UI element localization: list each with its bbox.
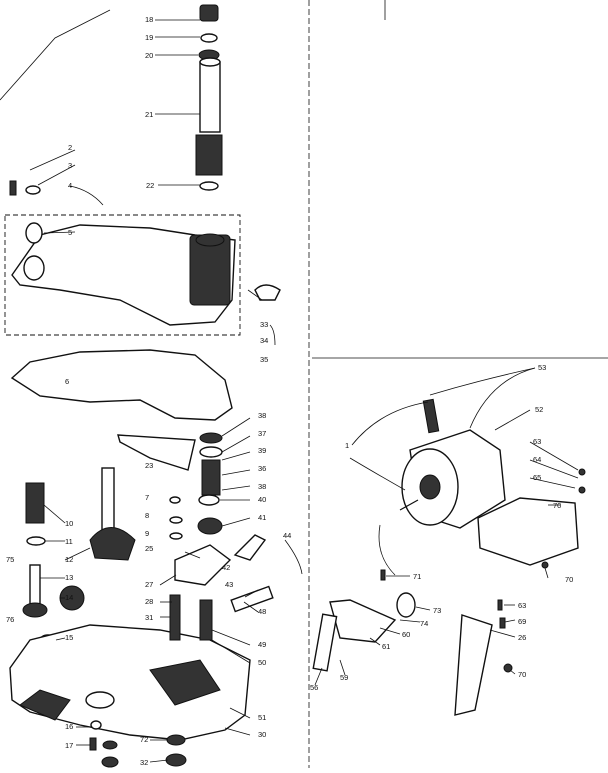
label-75: 75 [6, 555, 14, 564]
label-34: 34 [260, 336, 268, 345]
lower-right-parts [312, 569, 513, 716]
label-70c: 70 [518, 670, 526, 679]
label-60: 60 [402, 630, 410, 639]
label-27: 27 [145, 580, 153, 589]
label-8: 8 [145, 511, 149, 520]
label-18: 18 [145, 15, 153, 24]
label-1: 1 [345, 441, 349, 450]
label-49: 49 [258, 640, 266, 649]
label-40: 40 [258, 495, 266, 504]
label-28: 28 [145, 597, 153, 606]
label-38: 38 [258, 411, 266, 420]
base-housing [9, 585, 274, 768]
label-30: 30 [258, 730, 266, 739]
label-23: 23 [145, 461, 153, 470]
label-38b: 38 [258, 482, 266, 491]
label-19: 19 [145, 33, 153, 42]
leader-lines [29, 19, 579, 763]
label-41: 41 [258, 513, 266, 522]
label-11: 11 [65, 537, 73, 546]
motor-assembly [399, 398, 586, 569]
label-13: 13 [65, 573, 73, 582]
label-36: 36 [258, 464, 266, 473]
label-7: 7 [145, 493, 149, 502]
label-31: 31 [145, 613, 153, 622]
label-22: 22 [146, 181, 154, 190]
label-61: 61 [382, 642, 390, 651]
label-4: 4 [68, 181, 72, 190]
label-64: 64 [533, 455, 541, 464]
label-39: 39 [258, 446, 266, 455]
label-73: 73 [433, 606, 441, 615]
label-33: 33 [260, 320, 268, 329]
label-3: 3 [68, 161, 72, 170]
label-72: 72 [140, 735, 148, 744]
label-43: 43 [225, 580, 233, 589]
label-52: 52 [535, 405, 543, 414]
label-12: 12 [65, 555, 73, 564]
label-53: 53 [538, 363, 546, 372]
label-63: 63 [533, 437, 541, 446]
label-21: 21 [145, 110, 153, 119]
upper-shaft-stack [195, 4, 223, 191]
label-26: 26 [518, 633, 526, 642]
label-71: 71 [413, 572, 421, 581]
label-17: 17 [65, 741, 73, 750]
label-74: 74 [420, 619, 428, 628]
label-35: 35 [260, 355, 268, 364]
gear-cover-assembly [4, 180, 281, 336]
label-70: 70 [553, 501, 561, 510]
label-56: 56 [310, 683, 318, 692]
label-25: 25 [145, 544, 153, 553]
label-14: 14 [65, 593, 73, 602]
label-5: 5 [68, 228, 72, 237]
label-6: 6 [65, 377, 69, 386]
label-59: 59 [340, 673, 348, 682]
label-76: 76 [6, 615, 14, 624]
label-42: 42 [222, 563, 230, 572]
label-10: 10 [65, 519, 73, 528]
label-51: 51 [258, 713, 266, 722]
label-9: 9 [145, 529, 149, 538]
label-32: 32 [140, 758, 148, 767]
label-20: 20 [145, 51, 153, 60]
label-37: 37 [258, 429, 266, 438]
label-15: 15 [65, 633, 73, 642]
gasket [10, 349, 233, 421]
label-65: 65 [533, 473, 541, 482]
left-small-parts [22, 482, 85, 646]
label-63b: 63 [518, 601, 526, 610]
label-44: 44 [283, 531, 291, 540]
label-50: 50 [258, 658, 266, 667]
label-69: 69 [518, 617, 526, 626]
middle-stack [89, 432, 267, 586]
label-48: 48 [258, 607, 266, 616]
label-2: 2 [68, 143, 72, 152]
label-16: 16 [65, 722, 73, 731]
part-labels: 18 19 20 21 22 2 3 4 5 33 34 35 6 38 37 … [6, 15, 573, 767]
label-70b: 70 [565, 575, 573, 584]
